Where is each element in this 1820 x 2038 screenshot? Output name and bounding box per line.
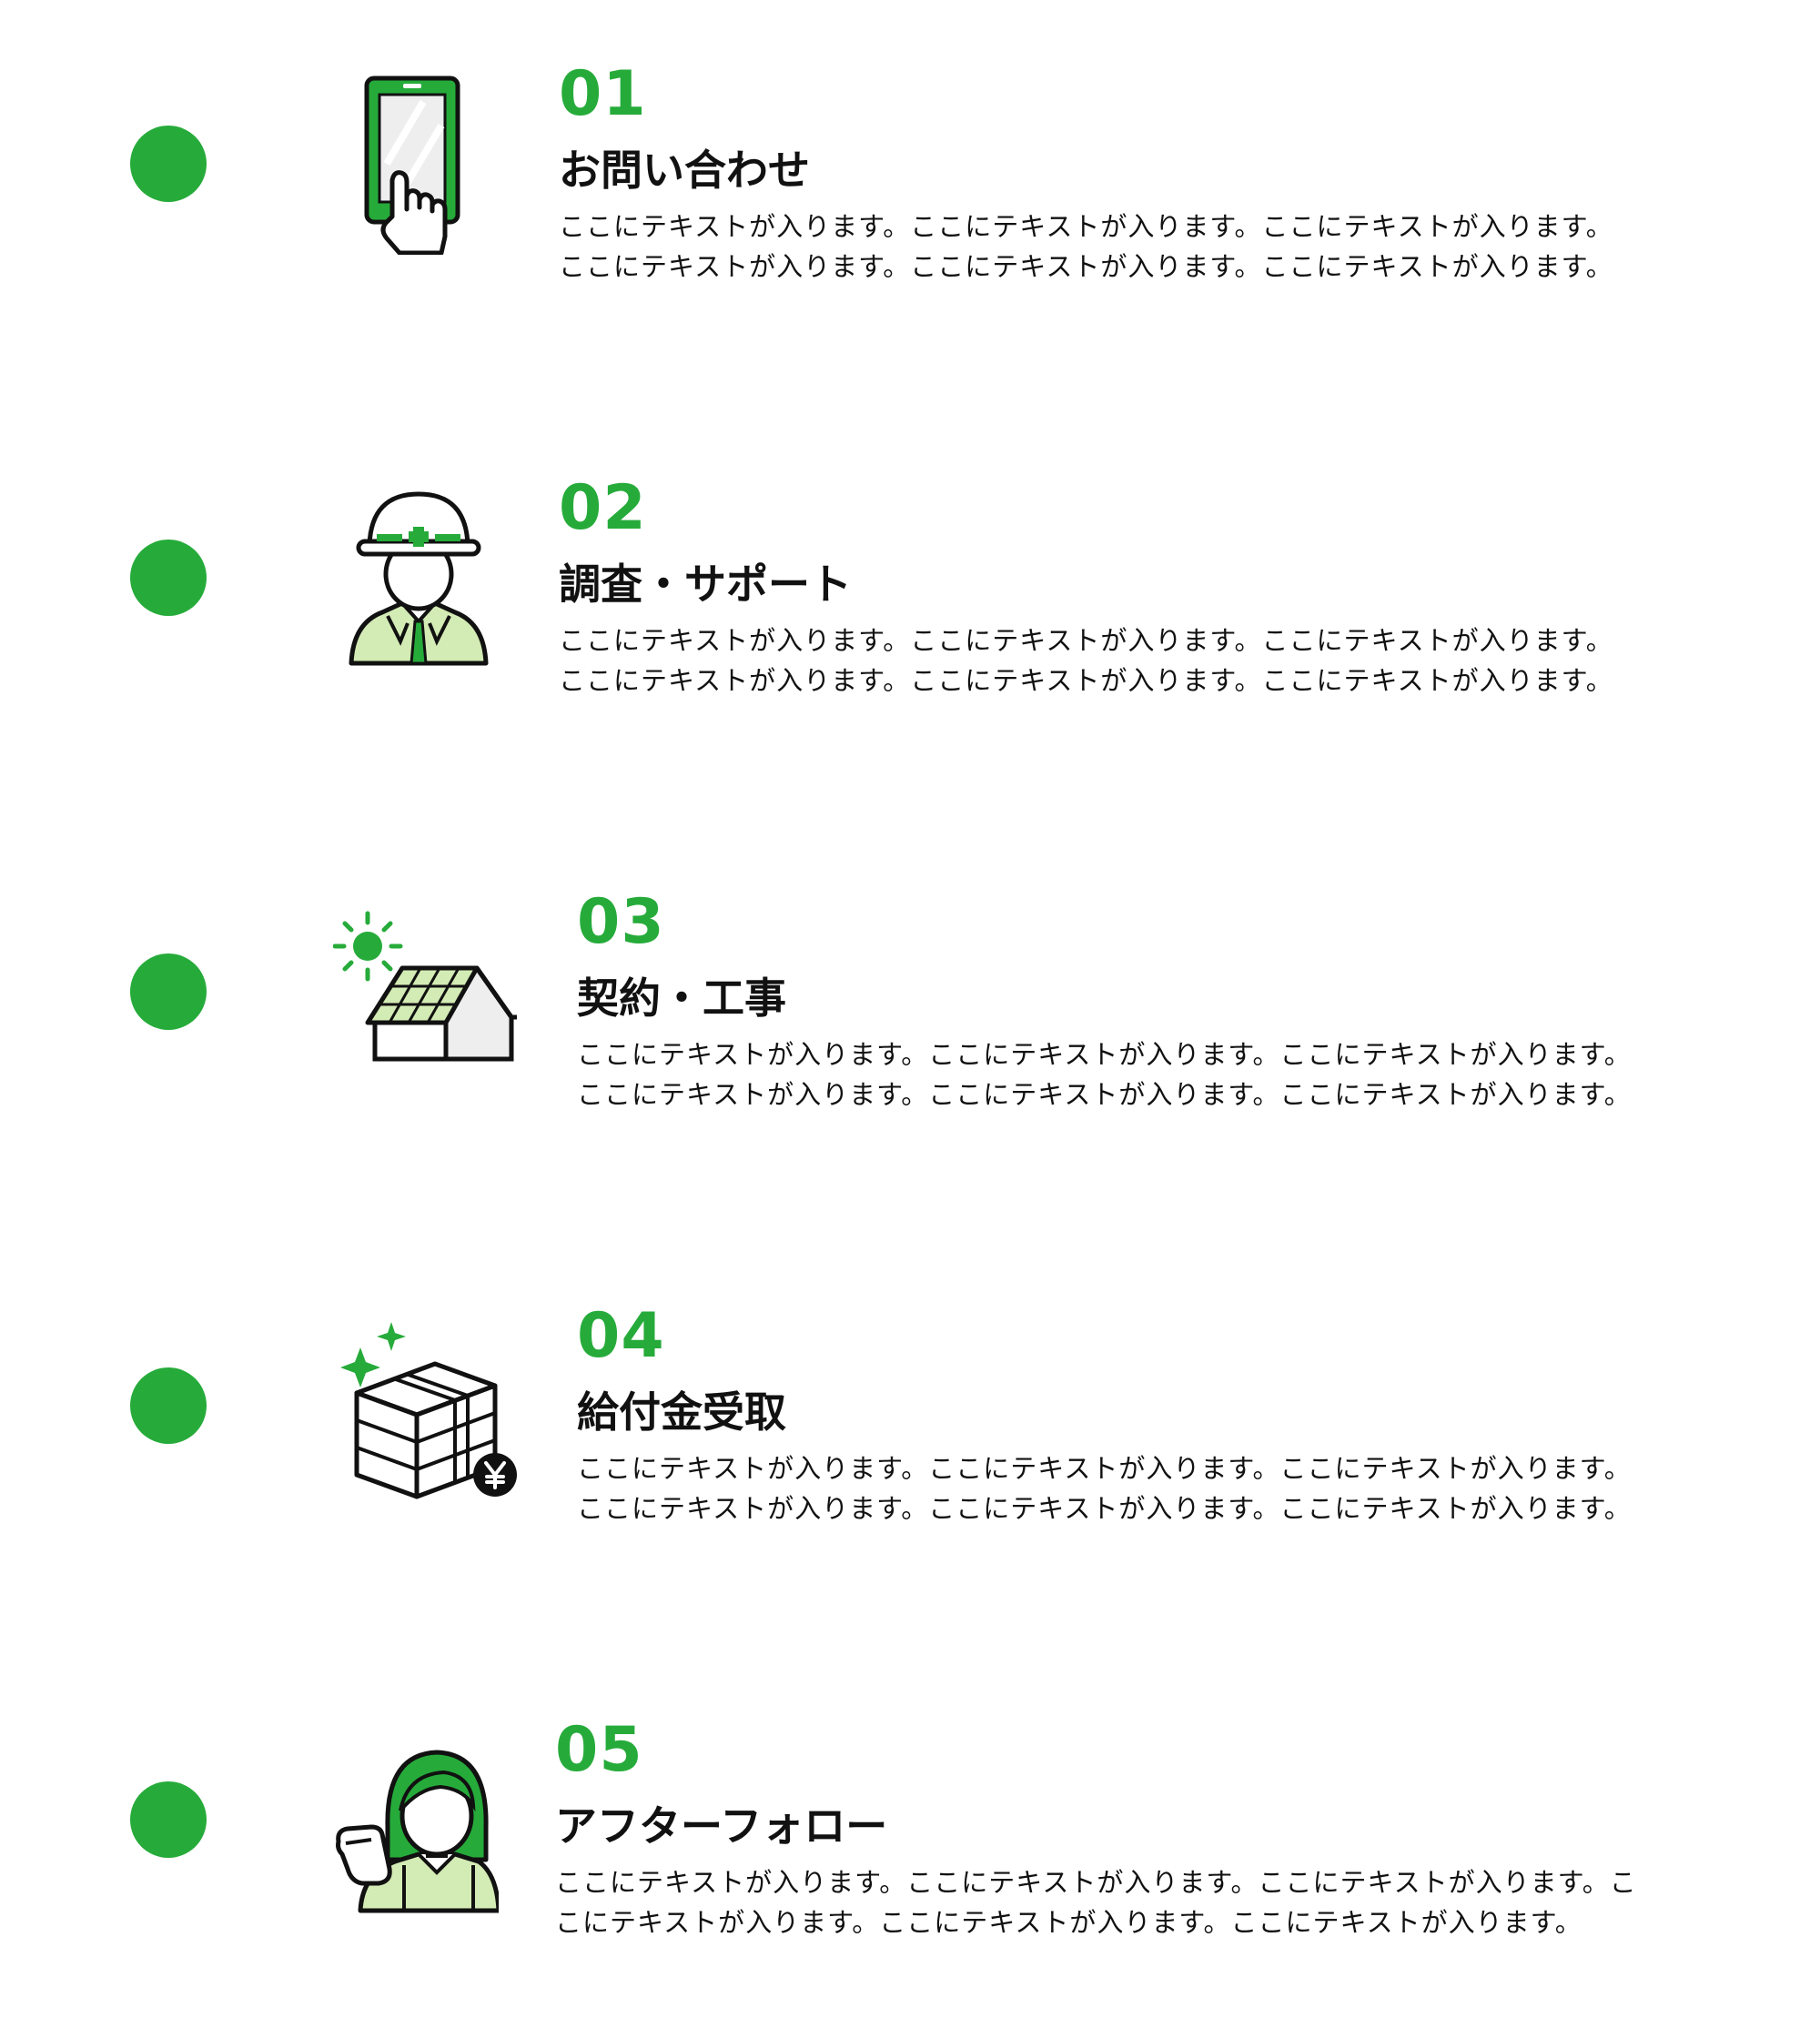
- step-02: 02 調査・サポート ここにテキストが入ります。ここにテキストが入ります。ここに…: [0, 414, 1820, 796]
- step-description-line: ここにテキストが入ります。ここにテキストが入ります。ここにテキストが入ります。: [559, 625, 1613, 656]
- step-04: 04 給付金受取 ここにテキストが入ります。ここにテキストが入ります。ここにテキ…: [0, 1242, 1820, 1624]
- step-number: 01: [559, 58, 647, 130]
- step-dot: [130, 1367, 207, 1444]
- step-description-line: ここにテキストが入ります。ここにテキストが入ります。ここにテキストが入ります。: [559, 251, 1613, 282]
- step-dot: [130, 953, 207, 1030]
- step-description: ここにテキストが入ります。ここにテキストが入ります。ここにテキストが入ります。 …: [559, 207, 1651, 287]
- money-stack-yen-icon: [335, 1320, 526, 1502]
- step-dot: [130, 126, 207, 202]
- smartphone-tap-icon: [359, 73, 478, 255]
- step-01: 01 お問い合わせ ここにテキストが入ります。ここにテキストが入ります。ここにテ…: [0, 0, 1820, 382]
- step-description-line: ここにテキストが入ります。ここにテキストが入ります。ここにテキストが入ります。こ: [555, 1867, 1637, 1898]
- step-description-line: ここにテキストが入ります。ここにテキストが入ります。ここにテキストが入ります。: [577, 1039, 1632, 1070]
- worker-helmet-icon: [346, 487, 491, 669]
- step-description-line: ここにテキストが入ります。ここにテキストが入ります。ここにテキストが入ります。: [559, 665, 1613, 696]
- step-number: 02: [559, 472, 647, 544]
- step-description: ここにテキストが入ります。ここにテキストが入ります。ここにテキストが入ります。 …: [577, 1034, 1669, 1115]
- step-title: 調査・サポート: [559, 560, 852, 609]
- step-description: ここにテキストが入ります。ここにテキストが入ります。ここにテキストが入ります。こ…: [555, 1862, 1647, 1942]
- step-description: ここにテキストが入ります。ここにテキストが入ります。ここにテキストが入ります。 …: [577, 1448, 1669, 1528]
- step-description-line: ここにテキストが入ります。ここにテキストが入ります。ここにテキストが入ります。: [577, 1493, 1632, 1524]
- step-description-line: ここにテキストが入ります。ここにテキストが入ります。ここにテキストが入ります。: [559, 211, 1613, 242]
- step-title: お問い合わせ: [559, 146, 810, 195]
- step-title: 契約・工事: [577, 974, 786, 1023]
- step-number: 04: [577, 1300, 665, 1372]
- step-dot: [130, 1781, 207, 1858]
- step-number: 05: [555, 1714, 643, 1786]
- step-description-line: ここにテキストが入ります。ここにテキストが入ります。ここにテキストが入ります。: [577, 1079, 1632, 1110]
- step-title: 給付金受取: [577, 1387, 786, 1437]
- step-number: 03: [577, 886, 665, 958]
- step-05: 05 アフターフォロー ここにテキストが入ります。ここにテキストが入ります。ここ…: [0, 1656, 1820, 2038]
- step-description: ここにテキストが入ります。ここにテキストが入ります。ここにテキストが入ります。 …: [559, 620, 1651, 701]
- support-woman-icon: [335, 1732, 499, 1914]
- step-title: アフターフォロー: [555, 1801, 888, 1851]
- step-description-line: ここにテキストが入ります。ここにテキストが入ります。ここにテキストが入ります。: [577, 1453, 1632, 1484]
- step-dot: [130, 540, 207, 616]
- step-03: 03 契約・工事 ここにテキストが入ります。ここにテキストが入ります。ここにテキ…: [0, 828, 1820, 1210]
- step-description-line: こにテキストが入ります。ここにテキストが入ります。ここにテキストが入ります。: [555, 1907, 1582, 1938]
- solar-house-icon: [333, 908, 524, 1072]
